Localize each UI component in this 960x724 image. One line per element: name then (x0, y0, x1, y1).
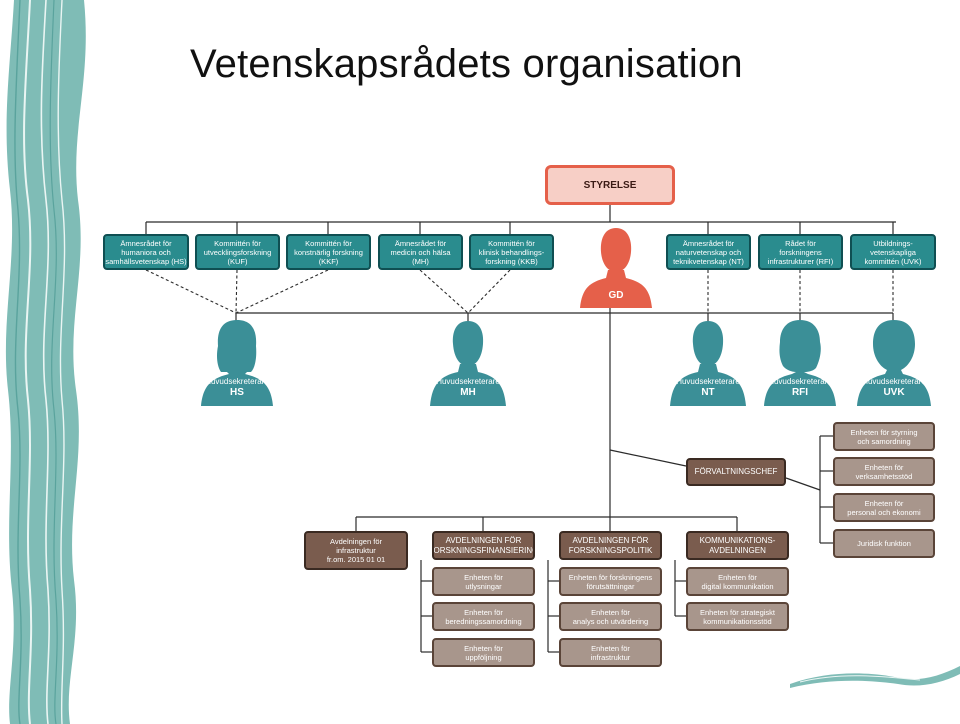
admin-unit-label: Juridisk funktion (857, 539, 911, 548)
department-label: AVDELNINGEN FÖR FORSKNINGSPOLITIK (568, 536, 653, 555)
decorative-swoosh (790, 666, 960, 688)
council-hs: Ämnesrådet för humaniora och samhällsvet… (103, 234, 189, 270)
secretary-hs-label: Huvudsekreterare HS (205, 377, 269, 398)
department-forskningspolitik: AVDELNINGEN FÖR FORSKNINGSPOLITIK (559, 531, 662, 560)
department-unit: Enheten för infrastruktur (559, 638, 662, 667)
council-mh: Ämnesrådet för medicin och hälsa (MH) (378, 234, 463, 270)
council-label: Ämnesrådet för humaniora och samhällsvet… (105, 238, 187, 266)
secretary-hs-icon (201, 320, 273, 406)
department-unit: Enheten för analys och utvärdering (559, 602, 662, 631)
styrelse-label: STYRELSE (583, 179, 637, 191)
department-unit: Enheten för strategiskt kommunikationsst… (686, 602, 789, 631)
unit-label: Enheten för uppföljning (464, 643, 503, 662)
unit-label: Enheten för analys och utvärdering (572, 607, 649, 626)
department-kommunikation: KOMMUNIKATIONS- AVDELNINGEN (686, 531, 789, 560)
department-forskningsfinansiering: AVDELNINGEN FÖR FORSKNINGSFINANSIERING (432, 531, 535, 560)
page-title: Vetenskapsrådets organisation (190, 42, 743, 86)
department-unit: Enheten för uppföljning (432, 638, 535, 667)
department-label: AVDELNINGEN FÖR FORSKNINGSFINANSIERING (432, 536, 535, 555)
department-unit: Enheten för beredningssamordning (432, 602, 535, 631)
council-nt: Ämnesrådet för naturvetenskap och teknik… (666, 234, 751, 270)
department-unit: Enheten för forskningens förutsättningar (559, 567, 662, 596)
secretary-rfi-icon (764, 320, 836, 406)
unit-label: Enheten för beredningssamordning (445, 607, 522, 626)
council-uvk: Utbildnings- vetenskapliga kommittén (UV… (850, 234, 936, 270)
secretary-nt-label: Huvudsekreterare NT (676, 377, 740, 398)
secretary-nt-icon (670, 321, 746, 406)
council-label: Ämnesrådet för naturvetenskap och teknik… (673, 238, 744, 266)
secretary-mh-icon (430, 321, 506, 406)
styrelse-box: STYRELSE (545, 165, 675, 205)
admin-unit: Enheten för personal och ekonomi (833, 493, 935, 522)
secretary-mh-label: Huvudsekreterare MH (436, 377, 500, 398)
secretary-uvk-icon (857, 320, 931, 406)
gd-person-icon (580, 228, 652, 308)
department-infrastruktur: Avdelningen för infrastruktur fr.om. 201… (304, 531, 408, 570)
council-label: Utbildnings- vetenskapliga kommittén (UV… (864, 238, 922, 266)
admin-unit: Juridisk funktion (833, 529, 935, 558)
decorative-wave-band (5, 0, 86, 724)
department-unit: Enheten för digital kommunikation (686, 567, 789, 596)
department-unit: Enheten för utlysningar (432, 567, 535, 596)
secretary-rfi-label: Huvudsekreterare RFI (768, 377, 832, 398)
council-kuf: Kommittén för utvecklingsforskning (KUF) (195, 234, 280, 270)
admin-unit: Enheten för verksamhetsstöd (833, 457, 935, 486)
council-label: Ämnesrådet för medicin och hälsa (MH) (390, 238, 451, 266)
unit-label: Enheten för infrastruktur (590, 643, 631, 662)
admin-unit-label: Enheten för verksamhetsstöd (855, 462, 913, 481)
council-kkf: Kommittén för konstnärlig forskning (KKF… (286, 234, 371, 270)
forvaltningschef-label: FÖRVALTNINGSCHEF (694, 467, 778, 477)
admin-unit-label: Enheten för styrning och samordning (850, 427, 918, 446)
unit-label: Enheten för strategiskt kommunikationsst… (699, 607, 776, 626)
admin-unit-label: Enheten för personal och ekonomi (847, 498, 921, 517)
secretary-uvk-label: Huvudsekreterare UVK (862, 377, 926, 398)
council-label: Rådet för forskningens infrastrukturer (… (767, 238, 834, 266)
department-label: KOMMUNIKATIONS- AVDELNINGEN (699, 536, 776, 555)
admin-unit: Enheten för styrning och samordning (833, 422, 935, 451)
council-label: Kommittén för utvecklingsforskning (KUF) (203, 238, 272, 266)
council-rfi: Rådet för forskningens infrastrukturer (… (758, 234, 843, 270)
unit-label: Enheten för utlysningar (464, 572, 503, 591)
council-kkb: Kommittén för klinisk behandlings- forsk… (469, 234, 554, 270)
council-label: Kommittén för konstnärlig forskning (KKF… (294, 238, 363, 266)
forvaltningschef-box: FÖRVALTNINGSCHEF (686, 458, 786, 486)
council-label: Kommittén för klinisk behandlings- forsk… (478, 238, 545, 266)
department-label: Avdelningen för infrastruktur fr.om. 201… (326, 537, 386, 564)
unit-label: Enheten för digital kommunikation (701, 572, 774, 591)
gd-label: GD (608, 290, 624, 301)
unit-label: Enheten för forskningens förutsättningar (568, 572, 653, 591)
